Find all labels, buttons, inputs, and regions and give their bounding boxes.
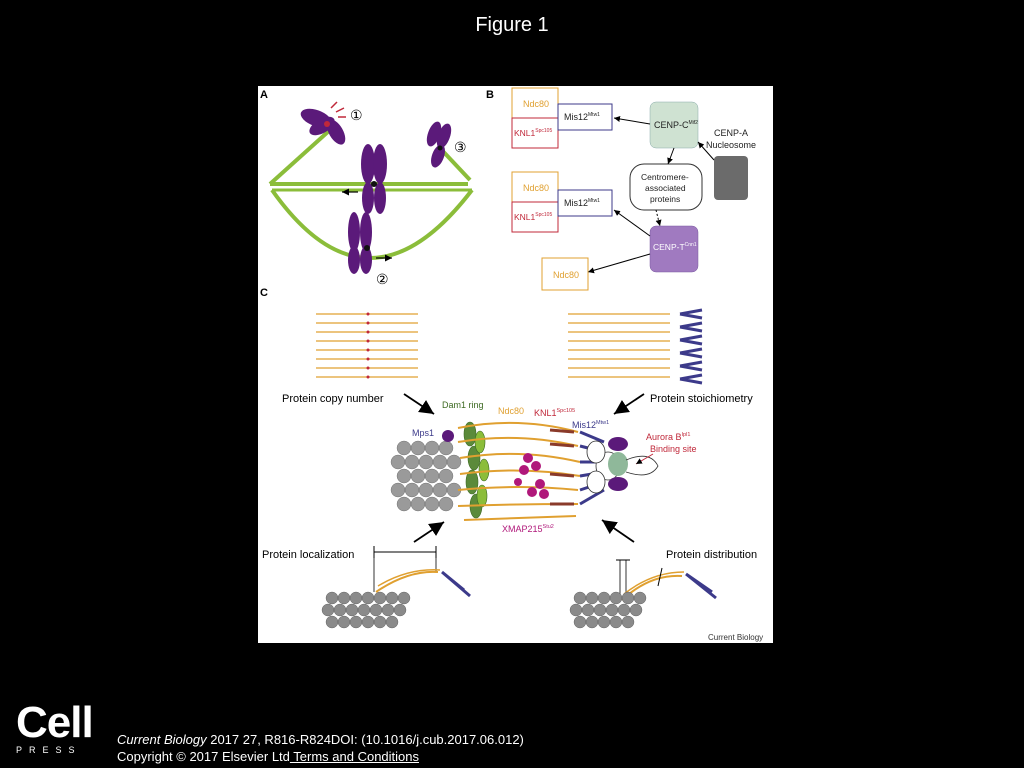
logo-subtitle: PRESS bbox=[16, 745, 82, 755]
edge-centromere-cenpt bbox=[655, 209, 662, 227]
cenpt-label: CENP-TCnn1 bbox=[653, 242, 697, 252]
arrow-copy-number bbox=[403, 393, 435, 415]
kinetochore-illustration bbox=[390, 421, 659, 521]
cenpc-label: CENP-CMif2 bbox=[654, 120, 698, 130]
edge-cenpc-centromere bbox=[667, 147, 675, 165]
slide-title: Figure 1 bbox=[475, 14, 549, 36]
knl1-label-2: KNL1Spc105 bbox=[514, 212, 552, 222]
label-binding-site: Binding site bbox=[650, 444, 697, 454]
figure-svg: A ① ③ bbox=[260, 87, 763, 642]
mis12-label-1: Mis12Mtw1 bbox=[564, 112, 600, 122]
label-xmap215: XMAP215Stu2 bbox=[502, 524, 554, 534]
kinetochore-dot bbox=[324, 121, 330, 127]
signal-marks bbox=[330, 101, 346, 118]
knl1-box-2 bbox=[511, 201, 559, 233]
localization-illustration bbox=[321, 546, 471, 629]
chromosome-center bbox=[361, 144, 387, 214]
panel-c-label: C bbox=[260, 287, 268, 299]
marker-1: ① bbox=[350, 107, 363, 123]
marker-2: ② bbox=[376, 271, 389, 287]
edge-cenpc-mis12 bbox=[613, 116, 651, 125]
label-aurora: Aurora BIpl1 bbox=[646, 432, 690, 442]
arrow-distribution bbox=[601, 519, 635, 543]
copyright-line: Copyright © 2017 Elsevier Ltd Terms and … bbox=[117, 748, 524, 765]
cenpt-node bbox=[649, 225, 699, 273]
marker-3: ③ bbox=[454, 139, 467, 155]
label-dam1: Dam1 ring bbox=[442, 400, 484, 410]
centromere-proteins-node bbox=[629, 163, 703, 211]
copy-number-markers bbox=[366, 312, 370, 379]
chromosome-3 bbox=[426, 121, 452, 168]
edge-cenpt-mis12 bbox=[613, 209, 651, 237]
citation-line: Current Biology 2017 27, R816-R824DOI: (… bbox=[117, 731, 524, 748]
cenpa-label-2: Nucleosome bbox=[706, 140, 756, 150]
ndc80-box-3 bbox=[541, 257, 589, 291]
stoichiometry-fibrils bbox=[568, 313, 670, 378]
cenpa-nucleosome bbox=[714, 156, 748, 200]
kinetochore-network: Ndc80 KNL1Spc105 Mis12Mtw1 CENP-CMif2 CE… bbox=[511, 87, 756, 291]
label-stoichiometry: Protein stoichiometry bbox=[650, 393, 753, 405]
label-mps1: Mps1 bbox=[412, 428, 434, 438]
label-ndc80: Ndc80 bbox=[498, 406, 524, 416]
mis12-box-2 bbox=[557, 189, 613, 217]
distance-marker bbox=[657, 567, 663, 587]
edge-cenpa-cenpc bbox=[697, 141, 715, 161]
ndc80-label-3: Ndc80 bbox=[553, 270, 579, 280]
cell-press-logo: Cell PRESS bbox=[16, 698, 94, 756]
citation-text: 2017 27, R816-R824DOI: (10.1016/j.cub.20… bbox=[206, 732, 524, 747]
centromere-label-1: Centromere- bbox=[641, 172, 689, 182]
panel-b-label: B bbox=[486, 89, 494, 101]
knl1-segments bbox=[549, 428, 575, 506]
mps1-blob bbox=[442, 430, 454, 442]
mis12-label-2: Mis12Mtw1 bbox=[564, 198, 600, 208]
centromere-label-2: associated bbox=[645, 183, 686, 193]
xmap215-blobs bbox=[514, 453, 549, 499]
ndc80-label-1: Ndc80 bbox=[523, 99, 549, 109]
journal-name: Current Biology bbox=[117, 732, 207, 747]
edge-cenpt-ndc80 bbox=[587, 253, 651, 274]
copyright-text: Copyright © 2017 Elsevier Ltd bbox=[117, 749, 290, 764]
chromosome-bottom bbox=[348, 212, 372, 274]
spindle-fiber bbox=[268, 128, 332, 186]
figure-credit: Current Biology bbox=[708, 633, 763, 642]
stoichiometry-forks bbox=[679, 308, 703, 385]
centromere-label-3: proteins bbox=[650, 194, 680, 204]
citation-block: Current Biology 2017 27, R816-R824DOI: (… bbox=[117, 731, 524, 765]
label-copy-number: Protein copy number bbox=[282, 393, 384, 405]
cenp-hub bbox=[586, 437, 659, 494]
knl1-box-1 bbox=[511, 117, 559, 149]
label-mis12: Mis12Mtw1 bbox=[572, 420, 609, 430]
distribution-illustration bbox=[569, 559, 717, 629]
mis12-box-1 bbox=[557, 103, 613, 131]
label-knl1: KNL1Spc105 bbox=[534, 408, 575, 418]
figure-panel: A ① ③ bbox=[258, 86, 773, 643]
label-localization: Protein localization bbox=[262, 549, 354, 561]
logo-wordmark: Cell bbox=[16, 698, 94, 747]
panel-a-label: A bbox=[260, 89, 268, 101]
label-distribution: Protein distribution bbox=[666, 549, 757, 561]
chromosome-1 bbox=[300, 101, 346, 145]
arrow-stoichiometry bbox=[613, 393, 645, 415]
dam1-ring bbox=[463, 421, 490, 519]
arrow-localization bbox=[413, 521, 445, 543]
aurora-pointer bbox=[635, 453, 654, 465]
ndc80-label-2: Ndc80 bbox=[523, 183, 549, 193]
terms-link[interactable]: Terms and Conditions bbox=[289, 749, 420, 764]
knl1-label-1: KNL1Spc105 bbox=[514, 128, 552, 138]
spindle-diagram: ① ③ ② bbox=[268, 101, 474, 287]
microtubule bbox=[390, 440, 462, 512]
cenpa-label-1: CENP-A bbox=[714, 128, 748, 138]
